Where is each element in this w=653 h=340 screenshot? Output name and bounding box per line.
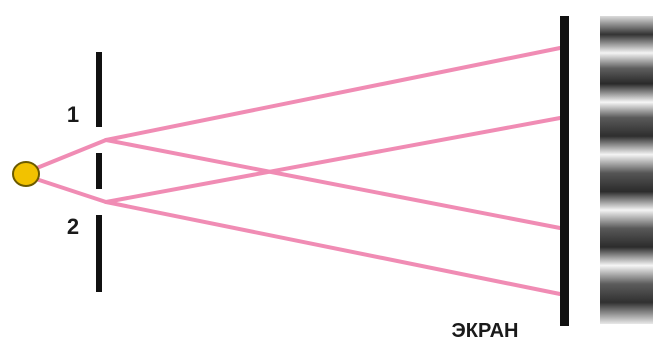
- screen-label: ЭКРАН: [452, 320, 519, 340]
- slit-1-label: 1: [67, 102, 79, 127]
- interference-fringes: [600, 16, 653, 324]
- slit-2-label: 2: [67, 214, 79, 239]
- light-rays: [27, 48, 560, 294]
- ray-slit-1-to-screen-top: [106, 48, 560, 140]
- light-source: [13, 162, 39, 186]
- ray-source-to-slit-2: [27, 176, 106, 202]
- ray-slit-2-to-screen-upper: [106, 118, 560, 202]
- ray-source-to-slit-1: [27, 140, 106, 172]
- screen-bar: [560, 16, 569, 326]
